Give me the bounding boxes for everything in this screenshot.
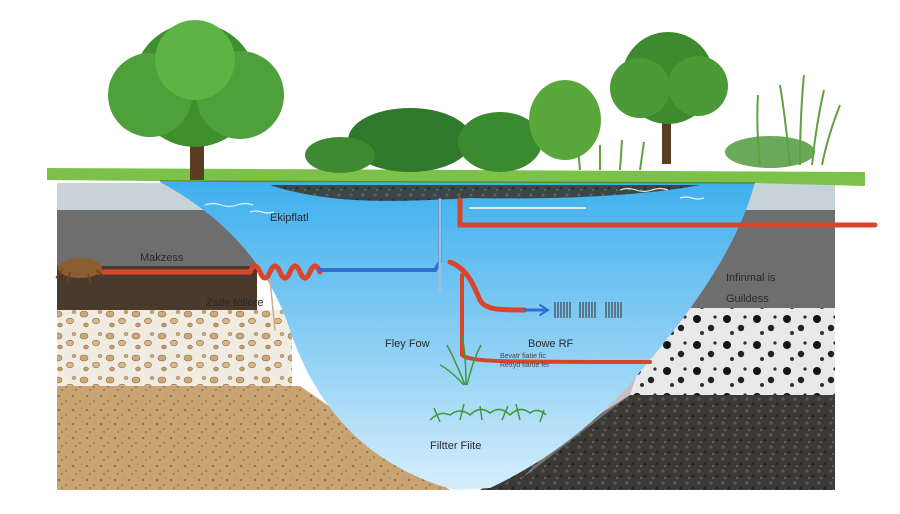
aquatic-plant-icon — [429, 334, 547, 423]
label-right-top-1: Infinmal is — [726, 272, 776, 284]
pipes — [92, 197, 878, 364]
root-clump-icon — [55, 258, 105, 284]
tree-icon — [610, 32, 728, 164]
label-right-top-2: Guildess — [726, 293, 769, 305]
bush-icon — [305, 80, 815, 173]
reed-icon — [577, 74, 841, 171]
rocky-berm — [270, 185, 700, 201]
right-strata — [480, 183, 835, 490]
label-left-pipe: Makzess — [140, 252, 184, 264]
water-ripples — [204, 187, 705, 214]
pond-water — [160, 182, 755, 490]
label-left-soil: Zatle follore — [206, 297, 264, 309]
grass-surface — [47, 168, 865, 186]
label-center: Fley Fow — [385, 338, 430, 350]
label-bottom-center: Filtter Fiite — [430, 440, 482, 452]
tree-icon — [108, 20, 284, 180]
label-right-pipe: Bowe RF — [528, 338, 574, 350]
label-right-small-2: Rettyd fiartie fer — [500, 362, 550, 369]
label-top-water: Ekipflatl — [270, 212, 309, 224]
label-right-small-1: Bevatr fiatie fic — [500, 353, 546, 360]
filter-grid-icon — [554, 302, 622, 318]
